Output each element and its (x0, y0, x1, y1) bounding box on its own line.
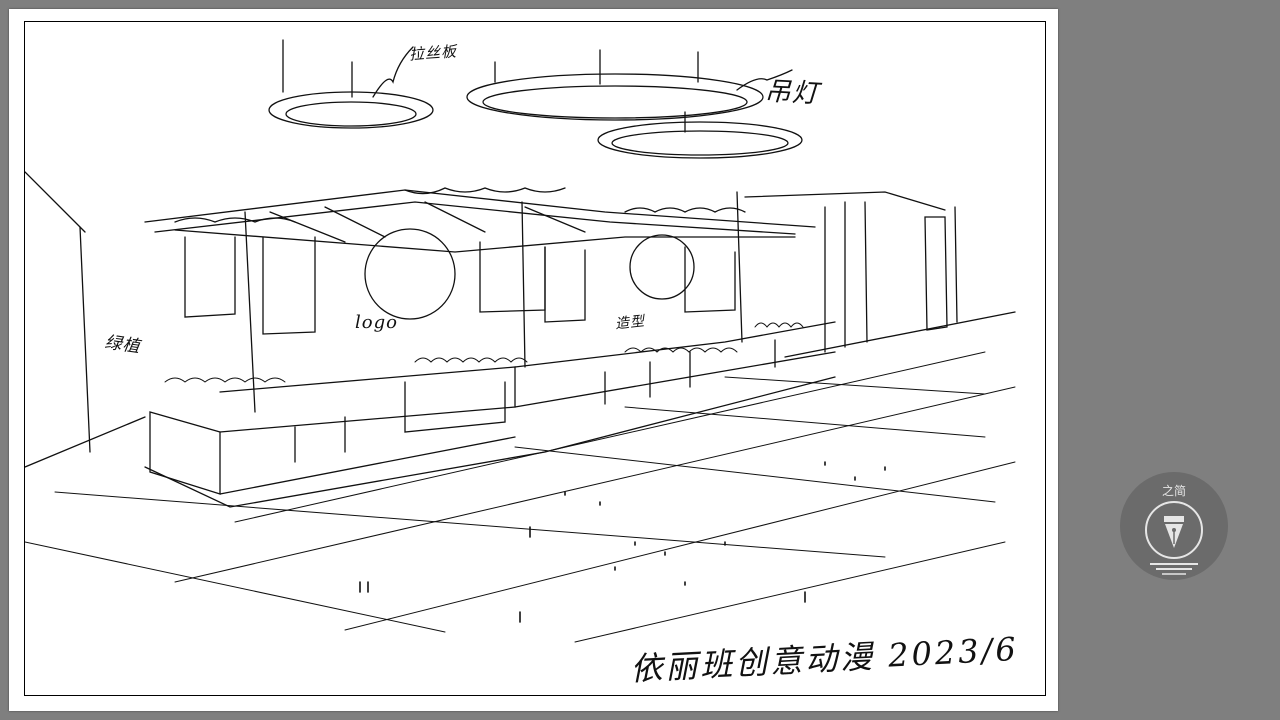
back-wall (184, 191, 1016, 358)
annotation-feature: 造型 (614, 313, 646, 333)
floor-grid (25, 351, 1016, 643)
canvas-page: 拉丝板 吊灯 绿植 logo 造型 依丽班创意动漫 2023/6 (9, 9, 1058, 711)
planter-boxes (144, 321, 836, 508)
watermark-logo: 之简 (1120, 472, 1228, 580)
pergola (144, 187, 816, 413)
fountain-pen-nib-icon (1145, 501, 1203, 575)
watermark-text: 之简 (1161, 484, 1186, 498)
ring-light-left (268, 39, 434, 129)
annotation-pendant-light: 吊灯 (764, 76, 820, 110)
perspective-sketch (25, 39, 1016, 643)
annotation-logo: logo (355, 312, 398, 333)
ring-light-center (466, 49, 793, 121)
annotation-brushed-panel: 拉丝板 (408, 42, 458, 64)
annotation-greenery: 绿植 (103, 332, 142, 358)
sketch-frame: 拉丝板 吊灯 绿植 logo 造型 依丽班创意动漫 2023/6 (24, 21, 1046, 696)
ring-light-right (597, 111, 803, 159)
